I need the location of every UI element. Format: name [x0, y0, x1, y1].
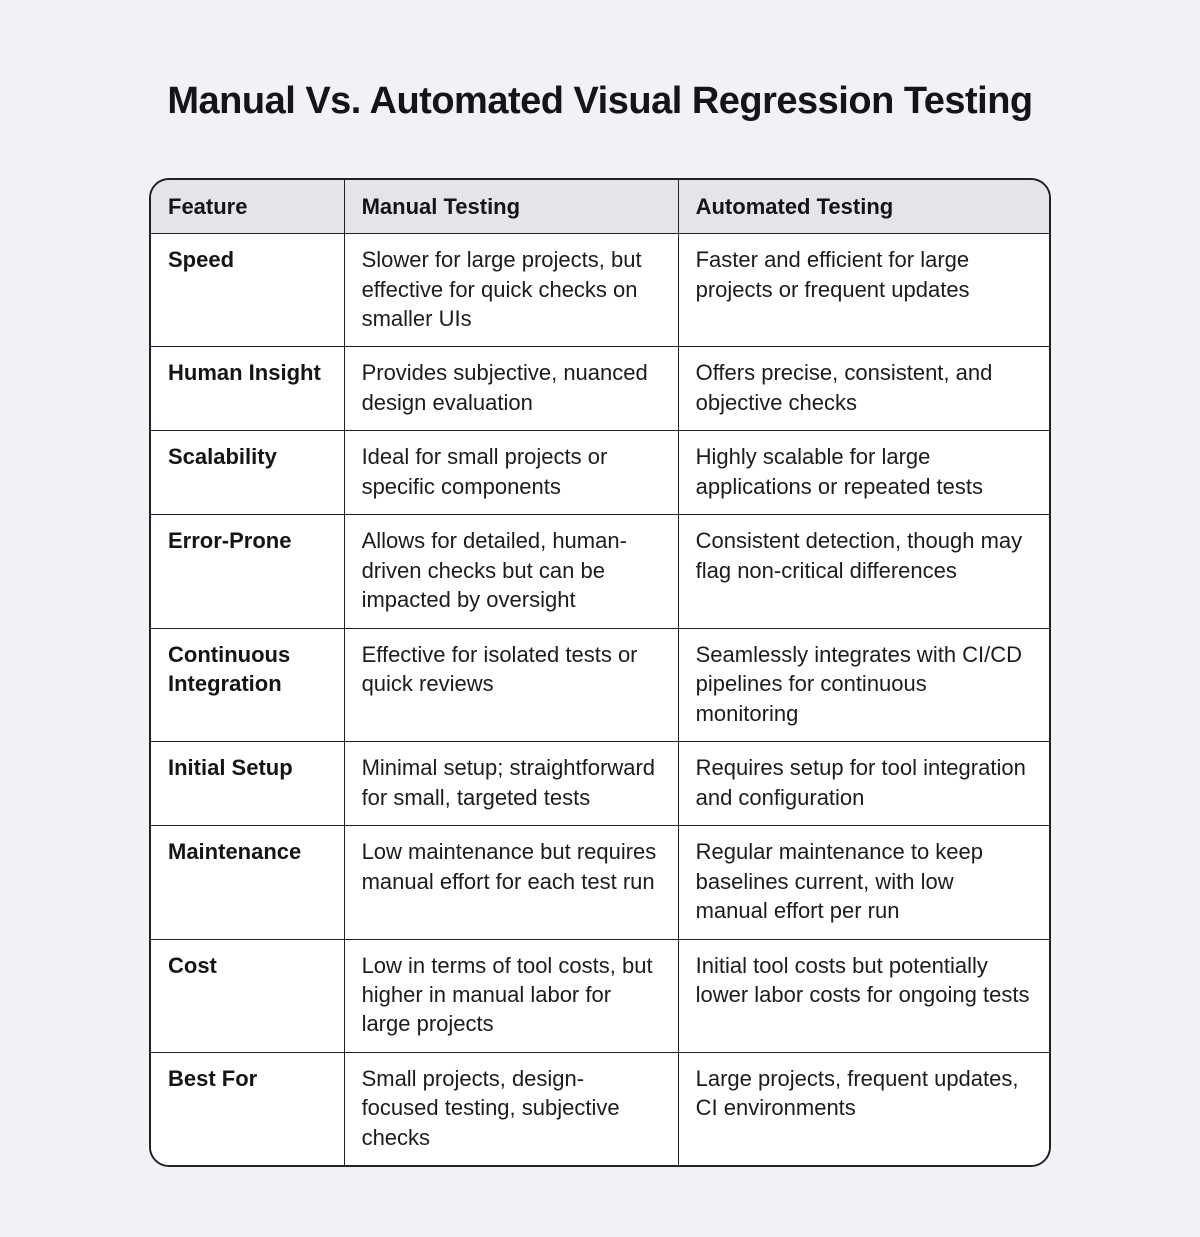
table-row: Initial Setup Minimal setup; straightfor…: [151, 741, 1049, 827]
table-row: Best For Small projects, design-focused …: [151, 1052, 1049, 1166]
table-row: Continuous Integration Effective for iso…: [151, 628, 1049, 743]
feature-cell: Maintenance: [151, 825, 345, 940]
table-row: Error-Prone Allows for detailed, human-d…: [151, 514, 1049, 629]
feature-cell: Error-Prone: [151, 514, 345, 629]
comparison-table-container: Feature Manual Testing Automated Testing…: [149, 177, 1051, 1168]
manual-testing-cell: Small projects, design-focused testing, …: [344, 1052, 679, 1166]
table-row: Scalability Ideal for small projects or …: [151, 430, 1049, 516]
column-header-feature: Feature: [151, 179, 345, 235]
table-body: Speed Slower for large projects, but eff…: [151, 233, 1049, 1166]
automated-testing-cell: Faster and efficient for large projects …: [678, 233, 1049, 348]
manual-testing-cell: Low maintenance but requires manual effo…: [344, 825, 679, 940]
feature-cell: Initial Setup: [151, 741, 345, 827]
table-row: Maintenance Low maintenance but requires…: [151, 825, 1049, 940]
feature-cell: Continuous Integration: [151, 628, 345, 743]
feature-cell: Scalability: [151, 430, 345, 516]
page-title: Manual Vs. Automated Visual Regression T…: [167, 80, 1033, 122]
manual-testing-cell: Low in terms of tool costs, but higher i…: [344, 939, 679, 1053]
manual-testing-cell: Allows for detailed, human-driven checks…: [344, 514, 679, 629]
automated-testing-cell: Initial tool costs but potentially lower…: [678, 939, 1049, 1053]
column-header-automated-testing: Automated Testing: [678, 179, 1049, 235]
table-header-row: Feature Manual Testing Automated Testing: [151, 179, 1049, 235]
feature-cell: Cost: [151, 939, 345, 1053]
automated-testing-cell: Regular maintenance to keep baselines cu…: [678, 825, 1049, 940]
manual-testing-cell: Provides subjective, nuanced design eval…: [344, 346, 679, 432]
automated-testing-cell: Consistent detection, though may flag no…: [678, 514, 1049, 629]
feature-cell: Best For: [151, 1052, 345, 1166]
manual-testing-cell: Slower for large projects, but effective…: [344, 233, 679, 348]
feature-cell: Speed: [151, 233, 345, 348]
table-row: Speed Slower for large projects, but eff…: [151, 233, 1049, 348]
table-row: Human Insight Provides subjective, nuanc…: [151, 346, 1049, 432]
table-row: Cost Low in terms of tool costs, but hig…: [151, 939, 1049, 1053]
column-header-manual-testing: Manual Testing: [344, 179, 679, 235]
automated-testing-cell: Offers precise, consistent, and objectiv…: [678, 346, 1049, 432]
manual-testing-cell: Minimal setup; straightforward for small…: [344, 741, 679, 827]
automated-testing-cell: Highly scalable for large applications o…: [678, 430, 1049, 516]
automated-testing-cell: Requires setup for tool integration and …: [678, 741, 1049, 827]
comparison-table: Feature Manual Testing Automated Testing…: [151, 179, 1049, 1166]
feature-cell: Human Insight: [151, 346, 345, 432]
automated-testing-cell: Seamlessly integrates with CI/CD pipelin…: [678, 628, 1049, 743]
manual-testing-cell: Effective for isolated tests or quick re…: [344, 628, 679, 743]
automated-testing-cell: Large projects, frequent updates, CI env…: [678, 1052, 1049, 1166]
manual-testing-cell: Ideal for small projects or specific com…: [344, 430, 679, 516]
